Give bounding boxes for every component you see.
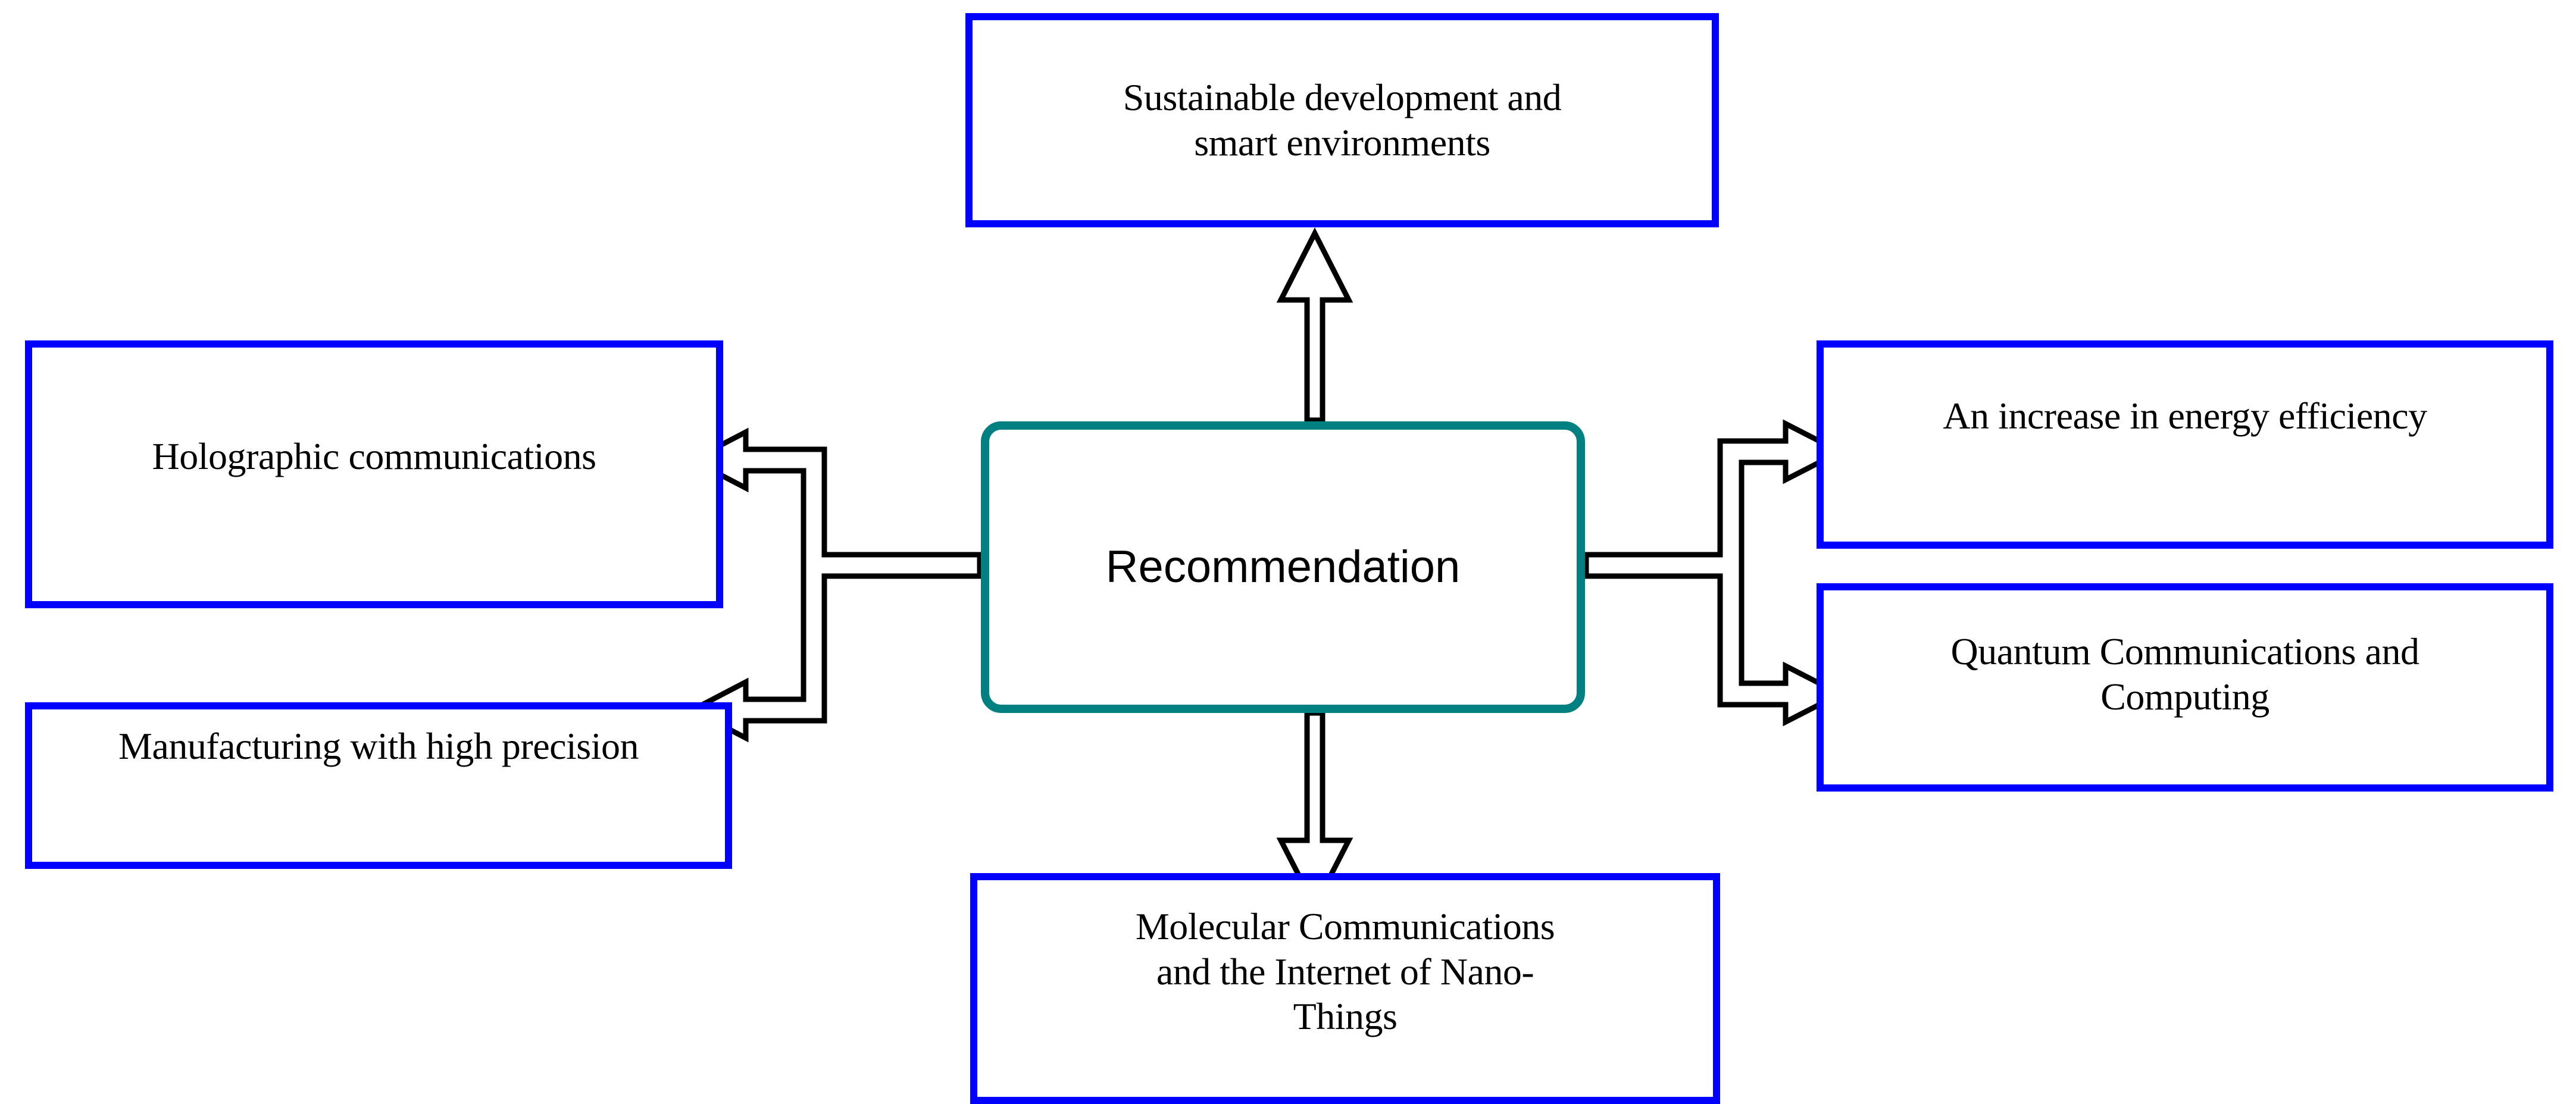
node-molecular-communications[interactable]: Molecular Communications and the Interne… — [970, 873, 1720, 1104]
node-recommendation-hub[interactable]: Recommendation — [981, 421, 1585, 713]
node-energy-efficiency[interactable]: An increase in energy efficiency — [1817, 340, 2553, 549]
arrow-center-to-sustainable-development — [1276, 227, 1353, 423]
node-quantum-communications-computing[interactable]: Quantum Communications and Computing — [1817, 583, 2553, 792]
arrow-center-to-left-branch — [686, 427, 983, 743]
node-label: Sustainable development and smart enviro… — [1123, 76, 1562, 164]
center-node-label: Recommendation — [1105, 542, 1461, 593]
node-manufacturing-high-precision[interactable]: Manufacturing with high precision — [25, 702, 732, 869]
node-label: Manufacturing with high precision — [118, 725, 639, 767]
arrow-center-to-right-branch — [1583, 419, 1846, 727]
node-label: Quantum Communications and Computing — [1950, 630, 2419, 718]
node-label: Holographic communications — [152, 435, 596, 478]
node-sustainable-development[interactable]: Sustainable development and smart enviro… — [965, 13, 1719, 227]
node-label: An increase in energy efficiency — [1943, 395, 2427, 437]
node-label: Molecular Communications and the Interne… — [1135, 905, 1555, 1038]
node-holographic-communications[interactable]: Holographic communications — [25, 340, 723, 608]
